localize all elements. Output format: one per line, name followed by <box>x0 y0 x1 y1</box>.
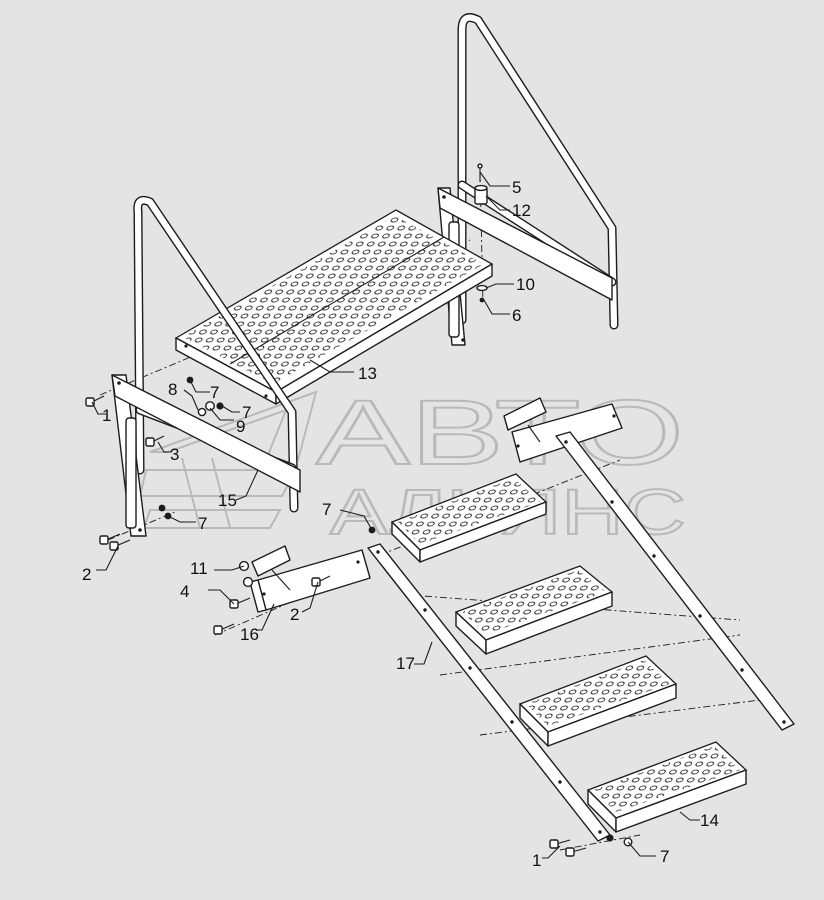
callout-17: 17 <box>396 654 415 673</box>
callout-7: 7 <box>322 500 331 519</box>
callout-12: 12 <box>512 201 531 220</box>
callout-15: 15 <box>218 491 237 510</box>
callout-3: 3 <box>170 445 179 464</box>
callout-4: 4 <box>180 582 189 601</box>
tread-1 <box>390 473 548 563</box>
leader-lines <box>91 171 700 859</box>
callout-7: 7 <box>660 847 669 866</box>
watermark-line1: АВТО <box>316 382 684 484</box>
bolt-icon <box>85 395 105 407</box>
bolt-icon <box>213 623 235 635</box>
stringer-right <box>555 431 795 731</box>
tread-3 <box>518 655 678 747</box>
callout-6: 6 <box>512 306 521 325</box>
callout-7: 7 <box>242 403 251 422</box>
bolt-icon <box>109 539 131 551</box>
callout-8: 8 <box>168 380 177 399</box>
callout-13: 13 <box>358 364 377 383</box>
callout-2: 2 <box>290 605 299 624</box>
callout-16: 16 <box>240 625 259 644</box>
callouts: 1 1 2 2 3 4 5 6 7 7 7 7 7 8 9 10 11 12 1… <box>82 178 719 870</box>
tread-2 <box>454 565 614 655</box>
bolt-icon <box>145 435 165 447</box>
bolt-icon <box>99 533 121 545</box>
callout-7: 7 <box>210 383 219 402</box>
front-bracket <box>111 374 301 537</box>
callout-2: 2 <box>82 565 91 584</box>
lower-brace <box>249 545 371 613</box>
watermark: АВТО АЛЬЯНС <box>138 381 687 549</box>
bolt-icon <box>549 839 571 849</box>
bolt-icon <box>311 575 331 587</box>
callout-14: 14 <box>700 811 719 830</box>
callout-7: 7 <box>198 514 207 533</box>
callout-10: 10 <box>516 275 535 294</box>
bolt-icon <box>565 847 587 857</box>
callout-5: 5 <box>512 178 521 197</box>
tread-4 <box>586 741 748 833</box>
callout-9: 9 <box>236 417 245 436</box>
callout-1: 1 <box>102 406 111 425</box>
callout-11: 11 <box>190 559 208 578</box>
callout-1: 1 <box>532 851 541 870</box>
top-platform <box>174 209 494 405</box>
